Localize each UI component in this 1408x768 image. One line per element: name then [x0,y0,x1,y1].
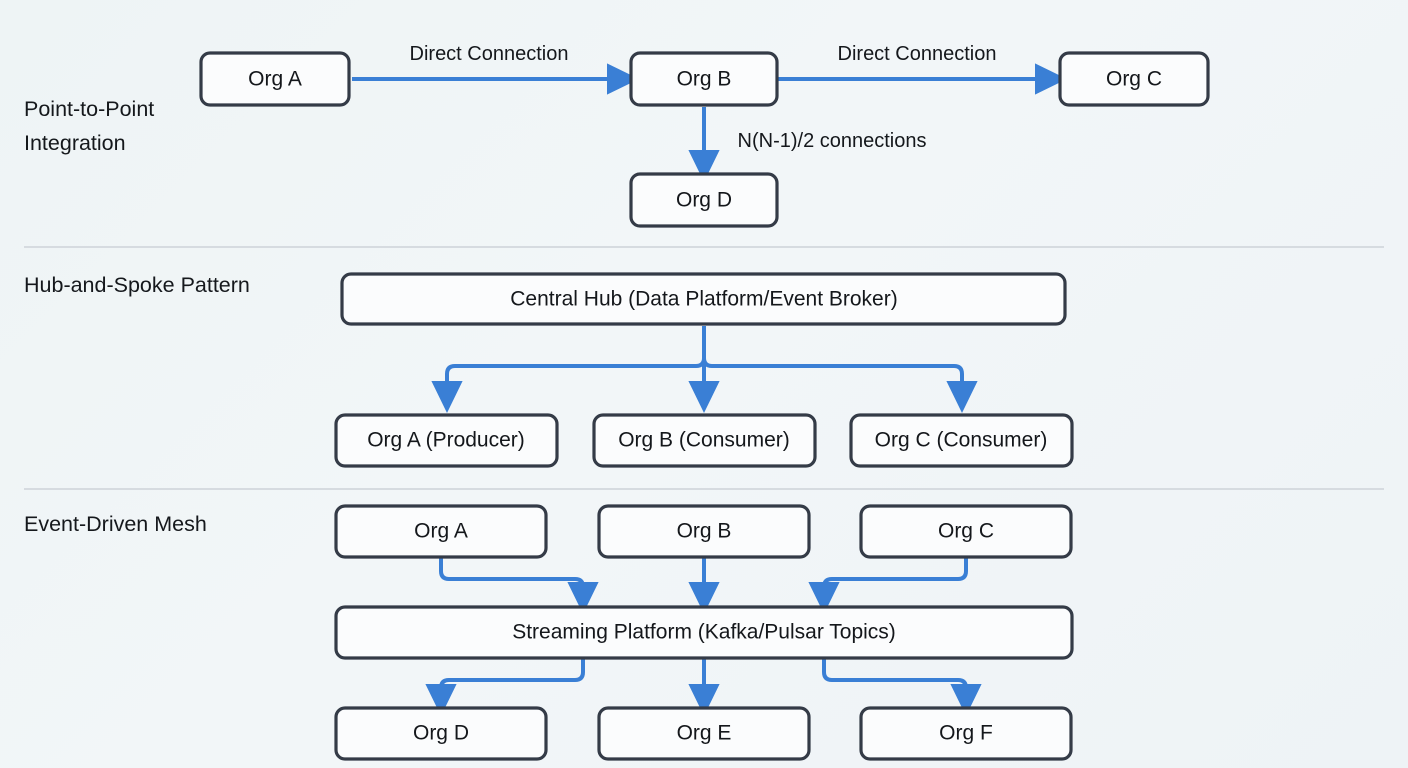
node-central-hub-label: Central Hub (Data Platform/Event Broker) [510,288,897,311]
node-central-hub[interactable]: Central Hub (Data Platform/Event Broker) [340,272,1067,326]
node-mesh-producer-org-b-label: Org B [677,520,732,543]
node-org-d-label: Org D [676,189,732,212]
node-mesh-consumer-org-e-box[interactable] [597,706,811,761]
node-spoke-org-c-consumer-box[interactable] [849,413,1074,468]
node-mesh-producer-org-a-box[interactable] [334,504,548,559]
node-spoke-org-a-producer[interactable]: Org A (Producer) [334,413,559,468]
section-label-hub-and-spoke: Hub-and-Spoke Pattern [24,273,250,297]
node-mesh-producer-org-a-label: Org A [414,520,468,543]
node-mesh-consumer-org-f-label: Org F [939,722,993,745]
node-spoke-org-b-consumer-box[interactable] [592,413,817,468]
node-mesh-consumer-org-d-label: Org D [413,722,469,745]
node-streaming-platform-box[interactable] [334,605,1074,660]
edge-label-connections-formula: N(N-1)/2 connections [738,130,927,152]
node-mesh-consumer-org-d-box[interactable] [334,706,548,761]
node-org-b-label: Org B [677,68,732,91]
node-spoke-org-c-consumer[interactable]: Org C (Consumer) [849,413,1074,468]
node-mesh-consumer-org-e-label: Org E [677,722,732,745]
node-org-a-box[interactable] [199,51,351,107]
node-mesh-consumer-org-f-box[interactable] [859,706,1073,761]
node-streaming-platform[interactable]: Streaming Platform (Kafka/Pulsar Topics) [334,605,1074,660]
node-org-c-box[interactable] [1058,51,1210,107]
node-spoke-org-c-consumer-label: Org C (Consumer) [875,429,1048,452]
node-streaming-platform-label: Streaming Platform (Kafka/Pulsar Topics) [512,621,896,644]
node-mesh-producer-org-c-label: Org C [938,520,994,543]
node-org-b[interactable]: Org B [629,51,779,107]
node-mesh-consumer-org-f[interactable]: Org F [859,706,1073,761]
edge-orga-to-platform-line [439,558,599,614]
node-mesh-consumer-org-e[interactable]: Org E [597,706,811,761]
node-mesh-producer-org-c[interactable]: Org C [859,504,1073,559]
node-org-a[interactable]: Org A [199,51,351,107]
node-mesh-producer-org-a[interactable]: Org A [334,504,548,559]
node-central-hub-box[interactable] [340,272,1067,326]
node-mesh-producer-org-c-box[interactable] [859,504,1073,559]
node-mesh-producer-org-b-box[interactable] [597,504,811,559]
node-org-b-box[interactable] [629,51,779,107]
node-spoke-org-a-producer-box[interactable] [334,413,559,468]
node-org-d-box[interactable] [629,172,779,228]
edge-hub-to-spoke3-line [702,326,978,413]
edge-hub-to-spoke1-line [431,326,706,413]
node-org-d[interactable]: Org D [629,172,779,228]
edge-platform-to-orgd-line [425,659,585,716]
node-org-c-label: Org C [1106,68,1162,91]
section-label-point-to-point-line2: Integration [24,131,126,155]
section-label-event-driven-mesh: Event-Driven Mesh [24,512,207,536]
edge-label-direct-connection-ab: Direct Connection [410,43,569,65]
section-label-point-to-point-line1: Point-to-Point [24,97,154,121]
node-spoke-org-b-consumer-label: Org B (Consumer) [618,429,790,452]
node-mesh-consumer-org-d[interactable]: Org D [334,706,548,761]
edge-label-direct-connection-bc: Direct Connection [838,43,997,65]
node-spoke-org-b-consumer[interactable]: Org B (Consumer) [592,413,817,468]
node-spoke-org-a-producer-label: Org A (Producer) [367,429,525,452]
node-org-a-label: Org A [248,68,302,91]
node-mesh-producer-org-b[interactable]: Org B [597,504,811,559]
edge-platform-to-orgf-line [822,659,982,716]
node-org-c[interactable]: Org C [1058,51,1210,107]
edge-orgc-to-platform-line [808,558,968,614]
